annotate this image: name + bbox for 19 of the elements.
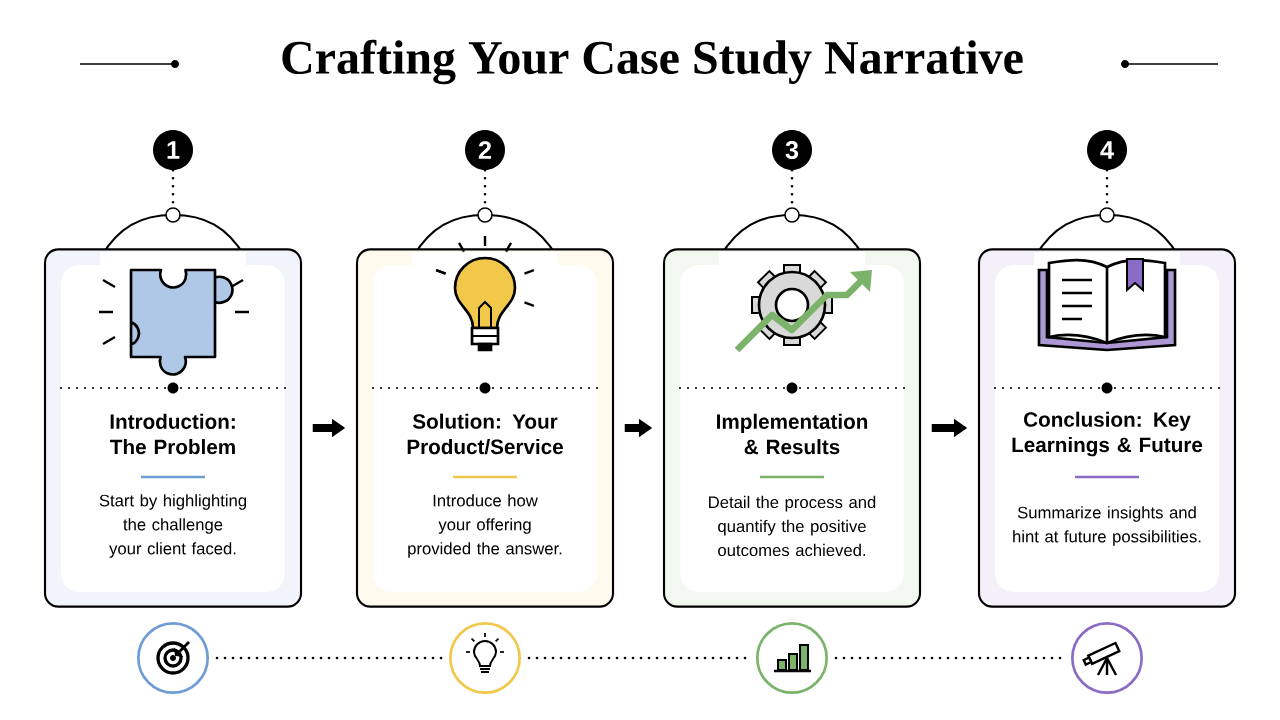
step-card xyxy=(662,207,922,608)
step-heading: Solution: Your Product/Service xyxy=(407,413,563,455)
step-card xyxy=(355,207,615,608)
step-heading: Implementation & Results xyxy=(717,413,868,455)
step-description: Summarize insights and hint at future possibilities. xyxy=(1013,506,1201,546)
title: Crafting Your Case Study Narrative xyxy=(282,39,1023,85)
step-number: 4 xyxy=(1087,130,1127,170)
step-heading: Conclusion: Key Learnings & Future xyxy=(1012,411,1203,457)
step-description: Introduce how your offering provided the answer. xyxy=(408,494,562,558)
step-number: 2 xyxy=(465,130,505,170)
step-description: Start by highlighting the challenge your client faced. xyxy=(99,494,246,558)
step-description: Detail the process and quantify the positive outcomes achieved. xyxy=(709,495,876,557)
icon-circle xyxy=(449,622,521,694)
step-card xyxy=(43,207,303,608)
step-number: 3 xyxy=(772,130,812,170)
icon-circle xyxy=(137,622,209,694)
step-number: 1 xyxy=(153,130,193,170)
step-heading: Introduction: The Problem xyxy=(110,413,235,455)
connector-line xyxy=(215,656,443,660)
